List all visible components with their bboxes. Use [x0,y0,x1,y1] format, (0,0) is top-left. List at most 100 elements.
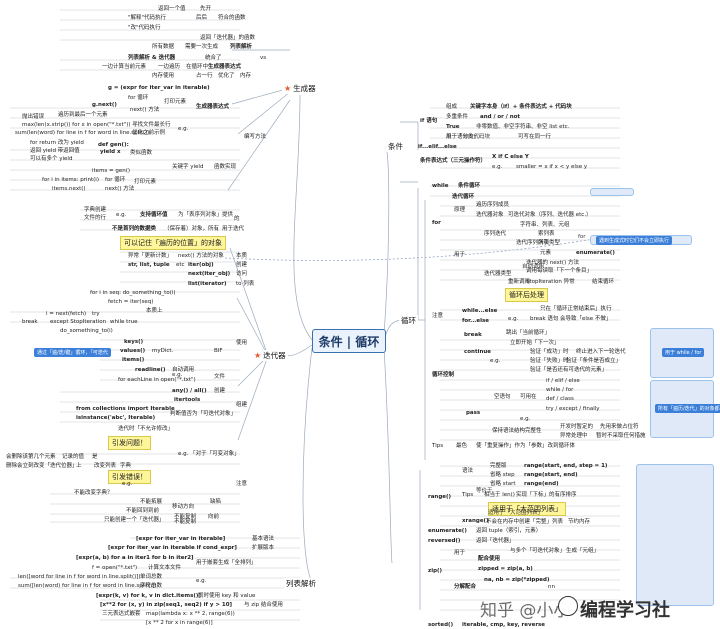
cond-6: 非零数值、非空字符串、非空 list etc. [476,124,570,130]
gen-t13: 一边计算当前元素 [102,64,147,70]
branch-iterator-label: 迭代器 [263,351,286,360]
quick-box-bif [636,464,714,606]
iter-a3: 支持循环值 [140,212,168,218]
bif-27: 分解配合 [454,584,477,590]
loop-49: e.g. [520,416,531,422]
cond-4: and / or / not [480,114,521,120]
cond-5: True [446,124,460,130]
cond-3: 多重条件 [446,114,469,120]
cond-2: if 语句 [420,118,438,124]
iter-b8: 访问 [236,271,248,277]
iter-c20: any() / all() [172,388,207,394]
iter-c29: 会删除该第几个元素 [6,454,56,460]
lc-11: 字符总数 [140,583,163,589]
iter-b1: next() 方法的对象 [178,253,224,259]
iter-c44: 不能复制 [174,519,197,525]
loop-38: 终止进入下一轮迭代 [576,349,626,355]
lc-19: [x ** 2 for x in range(6)] [146,620,213,626]
iter-c46: 缺陷 [210,499,222,505]
loop-42: if / elif / else [546,378,580,384]
lc-0: [expr for iter_var in iterable] [136,536,226,542]
highlight-attention2: 引发错误！ [108,470,151,484]
loop-28: e.g. [508,316,519,322]
gen-t14: 一边遍历 [158,64,181,70]
lc-3: 扩展版本 [252,545,275,551]
gen-j4: 可以有多个 yield [30,156,73,162]
gen-t3: 后后 [196,15,208,21]
loop-57: 使「重复操作」作为「参数」改到循环体 [476,443,576,449]
highlight-attention1: 引发问题！ [108,436,151,450]
iter-a5: 的 [234,216,240,222]
iter-a2: e.g. [116,212,127,218]
loop-15: enumerate() [576,250,615,256]
gen-i3: next() 方法 [130,107,160,113]
cond-9: 可写在同一行 [518,134,552,140]
iter-b4: etc [176,262,185,268]
iter-b9: list(iterator) [188,281,227,287]
gen-j5: 类似函数 [130,150,153,156]
branch-generator[interactable]: ★生成器 [282,83,318,94]
watermark-site: 知乎 @小小 [480,601,571,621]
loop-10: 索列表 [538,231,555,237]
branch-iterator[interactable]: ★迭代器 [252,350,288,361]
branch-loop[interactable]: 循环 [399,315,418,326]
iter-a1: 文件的行 [84,215,107,221]
loop-41: 验证「是否还有可迭代的元素」 [530,367,608,373]
gen-j13: 函数实现 [214,164,237,170]
gen-j6: items = gen() [92,168,131,174]
gen-j3: yield x [100,149,121,155]
loop-18: 调用每读取「下一个条目」 [526,268,593,274]
cond-8: 单一语句的代码块 [446,134,491,140]
star-icon: ★ [254,351,262,360]
bif-26: nn [548,584,555,590]
bif-25: zipped = zip(a, b) [478,566,533,572]
loop-22: StopIteration 异常 [526,279,575,285]
iter-c14: readline() [135,367,166,373]
loop-39: 验证「失败」时 [530,358,569,364]
bif-21: 与多个「可迭代对象」 [510,548,566,554]
loop-45: while / for [546,387,574,393]
iter-c6: except StopIteration [50,319,107,325]
gen-i2: g.next() [92,102,117,108]
iter-c30: 记录的值 [62,454,85,460]
iter-c21: itertools [174,397,201,403]
iter-c1: fetch = iter(seq) [108,299,154,305]
iter-c40: 不能回到到前 [126,508,160,514]
highlight-loop-process: 循环后处理 [505,288,548,302]
gen-i6: max(len(x.strip()) for x in open("*.txt"… [22,122,131,128]
center-topic[interactable]: 条件 | 循环 [312,329,386,353]
cond-1: 关键字本身（if）+ 条件表达式 + 代码块 [470,104,572,110]
loop-23: 结束循环 [592,279,615,285]
loop-30: 会导致「else 不做」 [560,316,612,322]
branch-loop-label: 循环 [401,316,416,325]
bif-3: 省略 step [490,472,515,478]
bif-1: 完整版 [490,463,507,469]
loop-32: break [464,332,482,338]
branch-condition[interactable]: 条件 [386,141,405,152]
iter-c38: 不能拓展 [140,499,163,505]
iter-c15: 自动调用 [172,367,195,373]
bif-11: 实现「下标」的有序排序 [516,492,577,498]
gen-i8: 寻找文件最长行 [132,122,171,128]
gen-head: g = (expr for iter_var in iterable) [108,85,210,91]
lc-2: [expr for iter_var in iterable if cond_e… [108,545,237,551]
cond-0: 组成 [446,104,458,110]
loop-40: 验证「条件是否成立」 [566,358,622,364]
iter-c5: break [22,319,38,325]
loop-53: 暂时不采取任何措施 [596,433,646,439]
bif-18: reversed() [428,538,461,544]
gen-t10: 列表解析 & 迭代器 [128,55,176,61]
branch-listcomp[interactable]: 列表解析 [284,578,318,589]
iter-c23: 组建 [236,402,248,408]
iter-c0: for i in seq: do_something_to(i) [90,290,176,296]
gen-j2: 返回 yield 带返回值 [30,148,80,154]
bif-7: range(end) [524,481,559,487]
loop-35: 立即开始「下一次」 [510,340,560,346]
star-icon: ★ [284,84,292,93]
iter-c35: 字典 [120,463,132,469]
iter-b0: 异常「更新计数」 [128,253,173,259]
gen-t16: 生成器表达式 [208,64,242,70]
loop-50: 开发时暂定的 [560,424,594,430]
iter-c42: 向前 [208,514,220,520]
highlight-iterate-pos: 可以记住「遍历的位置」的对象 [120,236,226,250]
